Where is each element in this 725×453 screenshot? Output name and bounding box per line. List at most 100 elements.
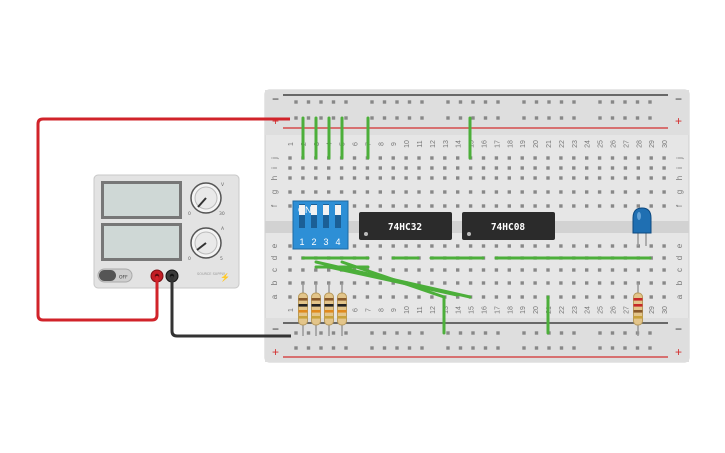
- breadboard-hole[interactable]: [636, 268, 640, 272]
- rail-hole[interactable]: [483, 116, 488, 120]
- breadboard-hole[interactable]: [456, 166, 460, 170]
- jumper-wires[interactable]: [301, 116, 652, 335]
- breadboard-hole[interactable]: [585, 295, 589, 299]
- breadboard-hole[interactable]: [301, 190, 305, 194]
- rail-hole[interactable]: [294, 100, 298, 104]
- breadboard-hole[interactable]: [378, 190, 382, 194]
- rail-hole[interactable]: [446, 331, 450, 335]
- breadboard-hole[interactable]: [288, 268, 292, 272]
- rail-hole[interactable]: [598, 116, 602, 120]
- breadboard-hole[interactable]: [520, 244, 524, 248]
- rail-hole[interactable]: [648, 100, 652, 104]
- breadboard-hole[interactable]: [443, 176, 447, 180]
- rail-hole[interactable]: [370, 331, 374, 335]
- breadboard-hole[interactable]: [662, 204, 666, 208]
- breadboard-hole[interactable]: [623, 190, 628, 194]
- breadboard-hole[interactable]: [365, 166, 370, 170]
- rail-hole[interactable]: [559, 100, 564, 104]
- rail-hole[interactable]: [534, 346, 539, 350]
- rail-hole[interactable]: [382, 346, 387, 350]
- breadboard-hole[interactable]: [314, 268, 318, 272]
- rail-hole[interactable]: [306, 100, 311, 104]
- rail-hole[interactable]: [547, 116, 551, 120]
- breadboard-hole[interactable]: [404, 295, 408, 299]
- rail-hole[interactable]: [407, 346, 412, 350]
- rail-hole[interactable]: [382, 116, 387, 120]
- breadboard-hole[interactable]: [610, 295, 615, 299]
- rail-hole[interactable]: [306, 346, 311, 350]
- rail-hole[interactable]: [407, 331, 412, 335]
- rail-hole[interactable]: [534, 331, 539, 335]
- breadboard-hole[interactable]: [649, 156, 653, 160]
- breadboard-hole[interactable]: [378, 268, 382, 272]
- breadboard-hole[interactable]: [597, 244, 602, 248]
- breadboard-hole[interactable]: [662, 295, 666, 299]
- breadboard-hole[interactable]: [597, 268, 602, 272]
- rail-hole[interactable]: [559, 346, 564, 350]
- rail-hole[interactable]: [572, 346, 576, 350]
- breadboard-hole[interactable]: [597, 204, 602, 208]
- breadboard-hole[interactable]: [339, 190, 344, 194]
- breadboard-hole[interactable]: [623, 281, 628, 285]
- breadboard-hole[interactable]: [391, 166, 395, 170]
- breadboard-hole[interactable]: [585, 268, 589, 272]
- breadboard-hole[interactable]: [572, 166, 576, 170]
- rail-hole[interactable]: [420, 346, 424, 350]
- breadboard-hole[interactable]: [430, 268, 434, 272]
- rail-hole[interactable]: [534, 116, 539, 120]
- rail-hole[interactable]: [635, 346, 640, 350]
- breadboard-hole[interactable]: [288, 166, 292, 170]
- breadboard-hole[interactable]: [378, 295, 382, 299]
- breadboard-hole[interactable]: [520, 295, 524, 299]
- breadboard-hole[interactable]: [456, 244, 460, 248]
- breadboard-hole[interactable]: [546, 244, 550, 248]
- breadboard-hole[interactable]: [352, 190, 357, 194]
- rail-hole[interactable]: [598, 346, 602, 350]
- breadboard-hole[interactable]: [352, 295, 357, 299]
- resistors[interactable]: [298, 283, 643, 336]
- rail-hole[interactable]: [319, 346, 323, 350]
- rail-hole[interactable]: [382, 100, 387, 104]
- rail-hole[interactable]: [331, 346, 336, 350]
- breadboard-hole[interactable]: [559, 244, 563, 248]
- breadboard-hole[interactable]: [559, 295, 563, 299]
- breadboard-hole[interactable]: [585, 281, 589, 285]
- resistor[interactable]: [324, 283, 334, 336]
- rail-hole[interactable]: [420, 331, 424, 335]
- breadboard-hole[interactable]: [507, 204, 511, 208]
- breadboard-hole[interactable]: [417, 190, 421, 194]
- breadboard-hole[interactable]: [301, 176, 305, 180]
- rail-hole[interactable]: [547, 100, 551, 104]
- breadboard-hole[interactable]: [365, 190, 370, 194]
- breadboard-hole[interactable]: [507, 295, 511, 299]
- rail-hole[interactable]: [294, 331, 298, 335]
- breadboard-hole[interactable]: [610, 244, 615, 248]
- breadboard-hole[interactable]: [430, 281, 434, 285]
- breadboard-hole[interactable]: [417, 268, 421, 272]
- breadboard-hole[interactable]: [572, 244, 576, 248]
- breadboard-hole[interactable]: [520, 176, 524, 180]
- breadboard-hole[interactable]: [481, 295, 486, 299]
- rail-hole[interactable]: [395, 331, 399, 335]
- breadboard-hole[interactable]: [456, 268, 460, 272]
- breadboard-hole[interactable]: [327, 166, 331, 170]
- rail-hole[interactable]: [572, 331, 576, 335]
- rail-hole[interactable]: [458, 100, 463, 104]
- rail-hole[interactable]: [572, 100, 576, 104]
- breadboard-hole[interactable]: [404, 166, 408, 170]
- breadboard-hole[interactable]: [494, 176, 499, 180]
- rail-hole[interactable]: [395, 116, 399, 120]
- breadboard-hole[interactable]: [585, 166, 589, 170]
- breadboard-hole[interactable]: [430, 156, 434, 160]
- rail-hole[interactable]: [446, 346, 450, 350]
- breadboard-hole[interactable]: [404, 156, 408, 160]
- breadboard-hole[interactable]: [365, 176, 370, 180]
- power-supply[interactable]: V 0 30 A 0 5 OFF SOURCE SUPPLY ⚡: [93, 174, 240, 289]
- breadboard-hole[interactable]: [417, 204, 421, 208]
- breadboard-hole[interactable]: [378, 204, 382, 208]
- breadboard-hole[interactable]: [430, 190, 434, 194]
- rail-hole[interactable]: [471, 346, 475, 350]
- rail-hole[interactable]: [331, 100, 336, 104]
- rail-hole[interactable]: [610, 116, 615, 120]
